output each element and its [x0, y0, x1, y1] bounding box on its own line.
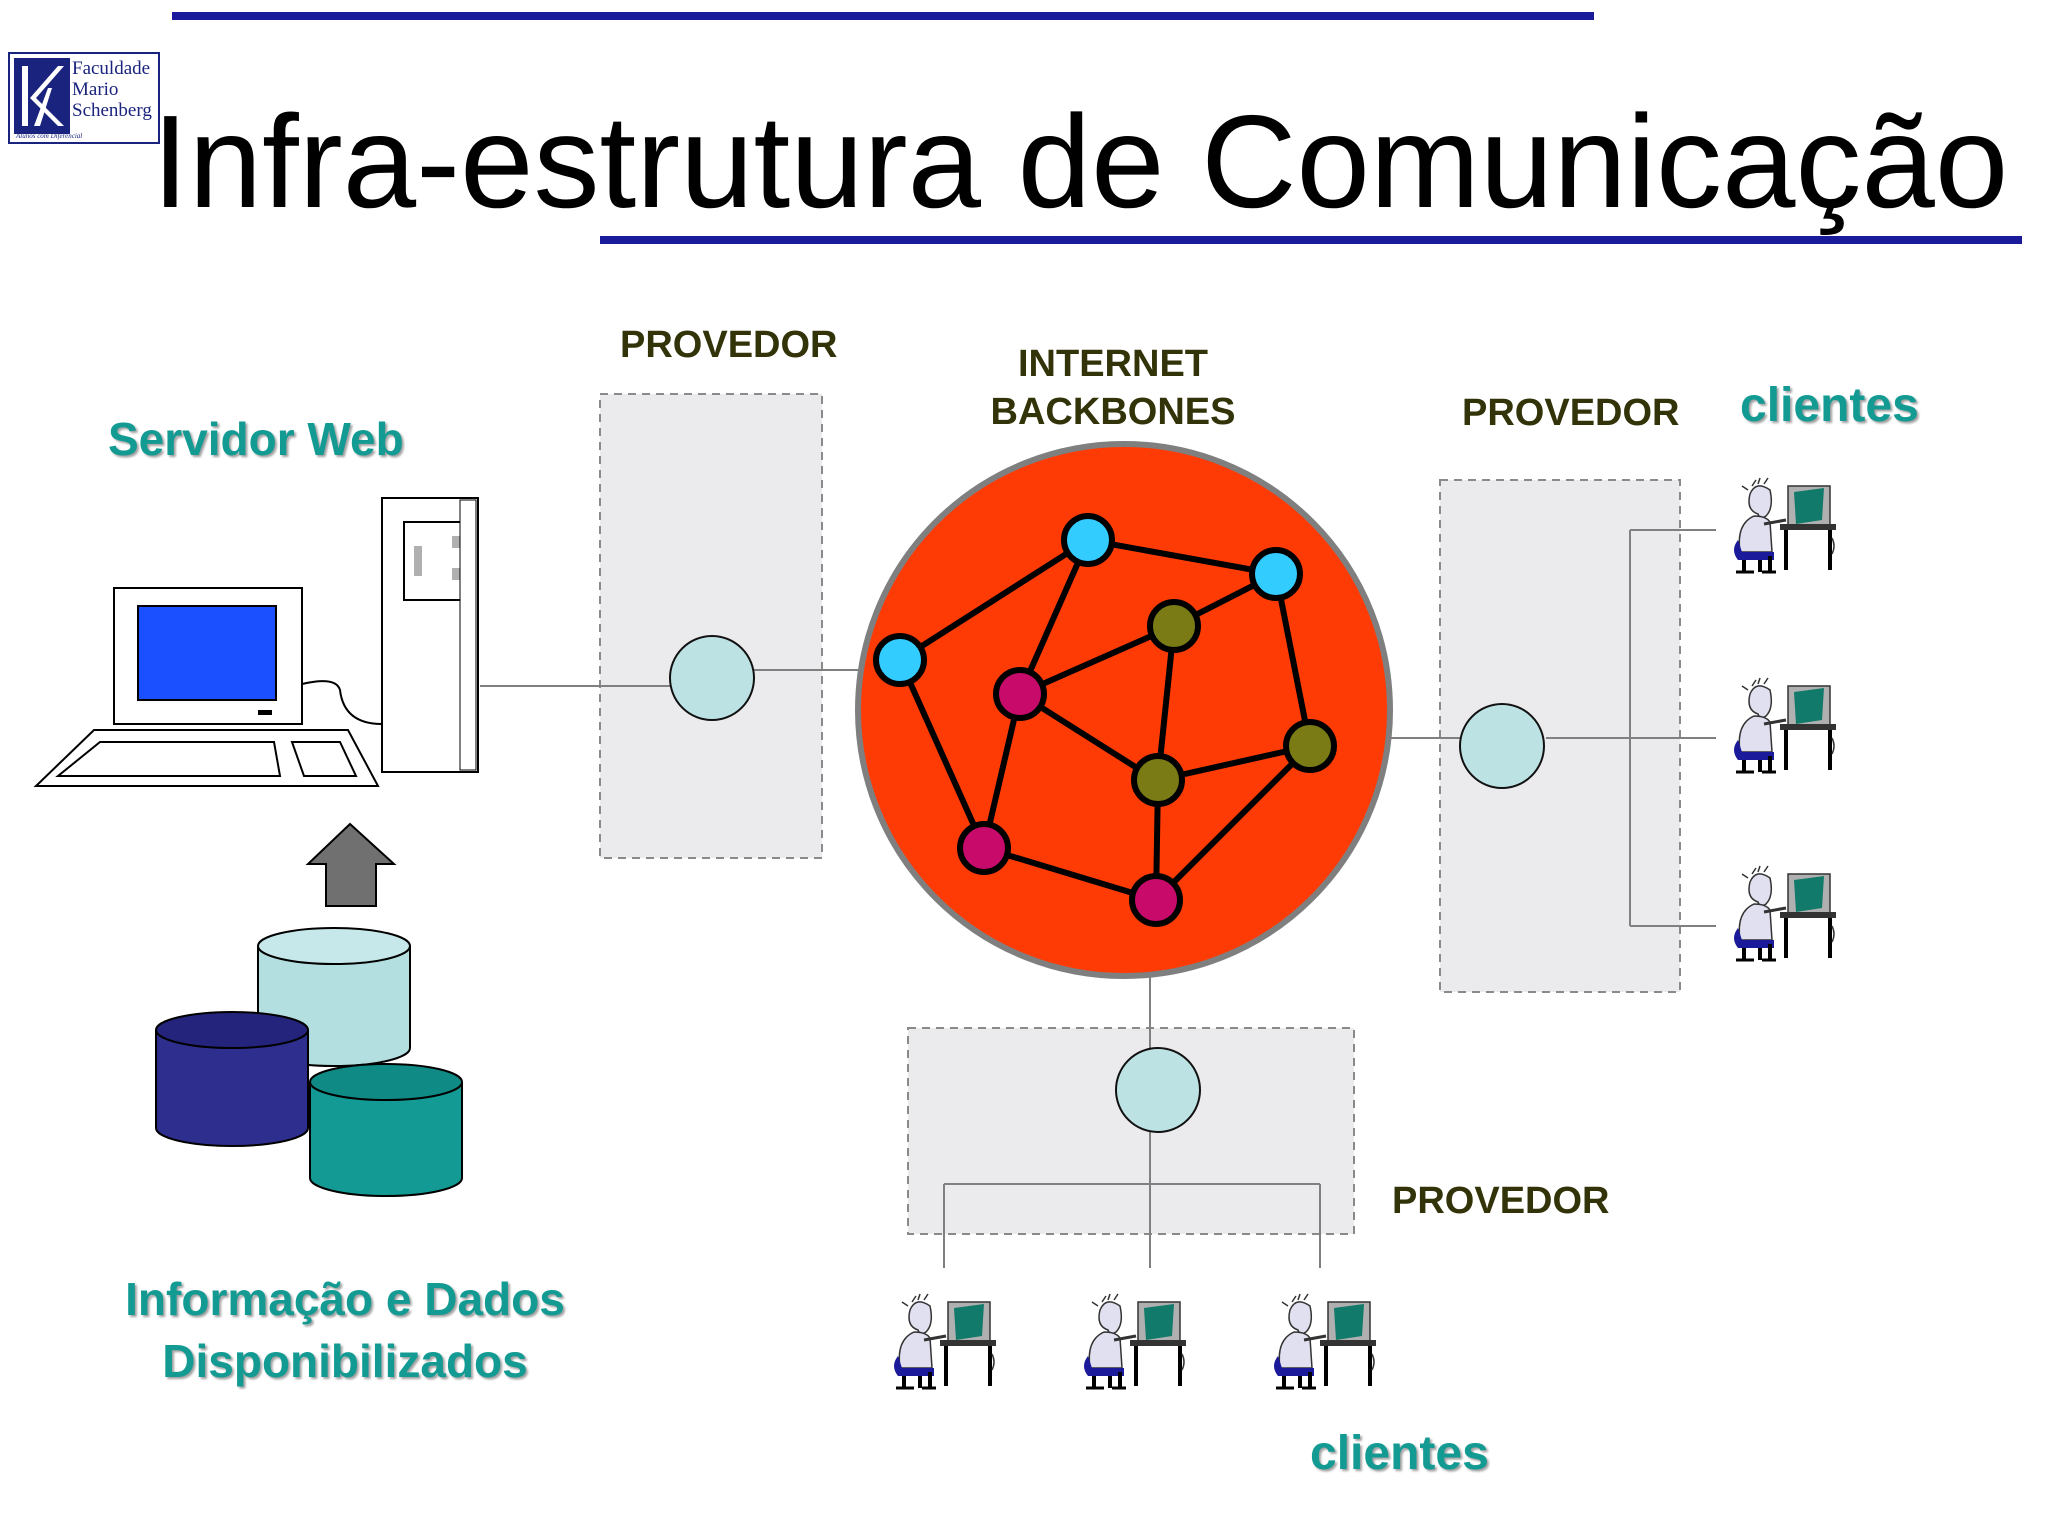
- label-informacao-line-1: Informação e Dados: [125, 1273, 565, 1325]
- router-node: [1061, 513, 1115, 567]
- client-user-icon: [1082, 1292, 1188, 1390]
- label-clientes-right: clientes: [1740, 379, 1919, 432]
- logo-line-3: Schenberg: [72, 100, 152, 121]
- logo-emblem-icon: [14, 58, 70, 134]
- client-user-icon: [1732, 676, 1838, 774]
- label-internet: INTERNET: [1018, 343, 1208, 385]
- router-node: [957, 821, 1011, 875]
- router-node: [993, 667, 1047, 721]
- provider-node-right: [1459, 703, 1545, 789]
- provider-node-left: [669, 635, 755, 721]
- logo-text: Faculdade Mario Schenberg: [72, 58, 152, 121]
- router-node: [1131, 753, 1185, 807]
- client-user-icon: [1732, 476, 1838, 574]
- provider-node-bottom: [1115, 1047, 1201, 1133]
- upload-arrow-icon: [305, 822, 397, 907]
- router-node: [1283, 719, 1337, 773]
- label-backbones: BACKBONES: [990, 391, 1236, 433]
- logo-line-2: Mario: [72, 79, 119, 100]
- client-user-icon: [1732, 864, 1838, 962]
- label-internet-backbones: INTERNET BACKBONES: [988, 340, 1238, 436]
- client-user-icon: [1272, 1292, 1378, 1390]
- router-node: [1147, 599, 1201, 653]
- database-cylinders-icon: [155, 927, 463, 1197]
- label-clientes-bottom: clientes: [1310, 1427, 1489, 1480]
- backbone-nodes: [873, 513, 1337, 927]
- label-informacao-line-2: Disponibilizados: [162, 1335, 528, 1387]
- top-rule: [172, 12, 1594, 20]
- client-user-icon: [892, 1292, 998, 1390]
- logo-tagline: Alunos com Diferencial: [16, 132, 83, 140]
- title-underline: [600, 236, 2022, 244]
- internet-backbone-circle: [855, 441, 1393, 979]
- provider-box-left: [599, 393, 823, 859]
- router-node: [1249, 547, 1303, 601]
- web-server-icon: [33, 497, 479, 787]
- label-provedor-right: PROVEDOR: [1462, 392, 1680, 434]
- router-node: [1129, 873, 1183, 927]
- label-provedor-bottom: PROVEDOR: [1392, 1180, 1610, 1222]
- label-informacao-dados: Informação e Dados Disponibilizados: [80, 1268, 610, 1392]
- logo-line-1: Faculdade: [72, 58, 151, 79]
- page-title: Infra-estrutura de Comunicação: [152, 88, 2009, 235]
- label-provedor-left: PROVEDOR: [620, 324, 838, 366]
- label-servidor-web: Servidor Web: [108, 413, 404, 465]
- router-node: [873, 633, 927, 687]
- faculty-logo: Faculdade Mario Schenberg Alunos com Dif…: [8, 52, 160, 144]
